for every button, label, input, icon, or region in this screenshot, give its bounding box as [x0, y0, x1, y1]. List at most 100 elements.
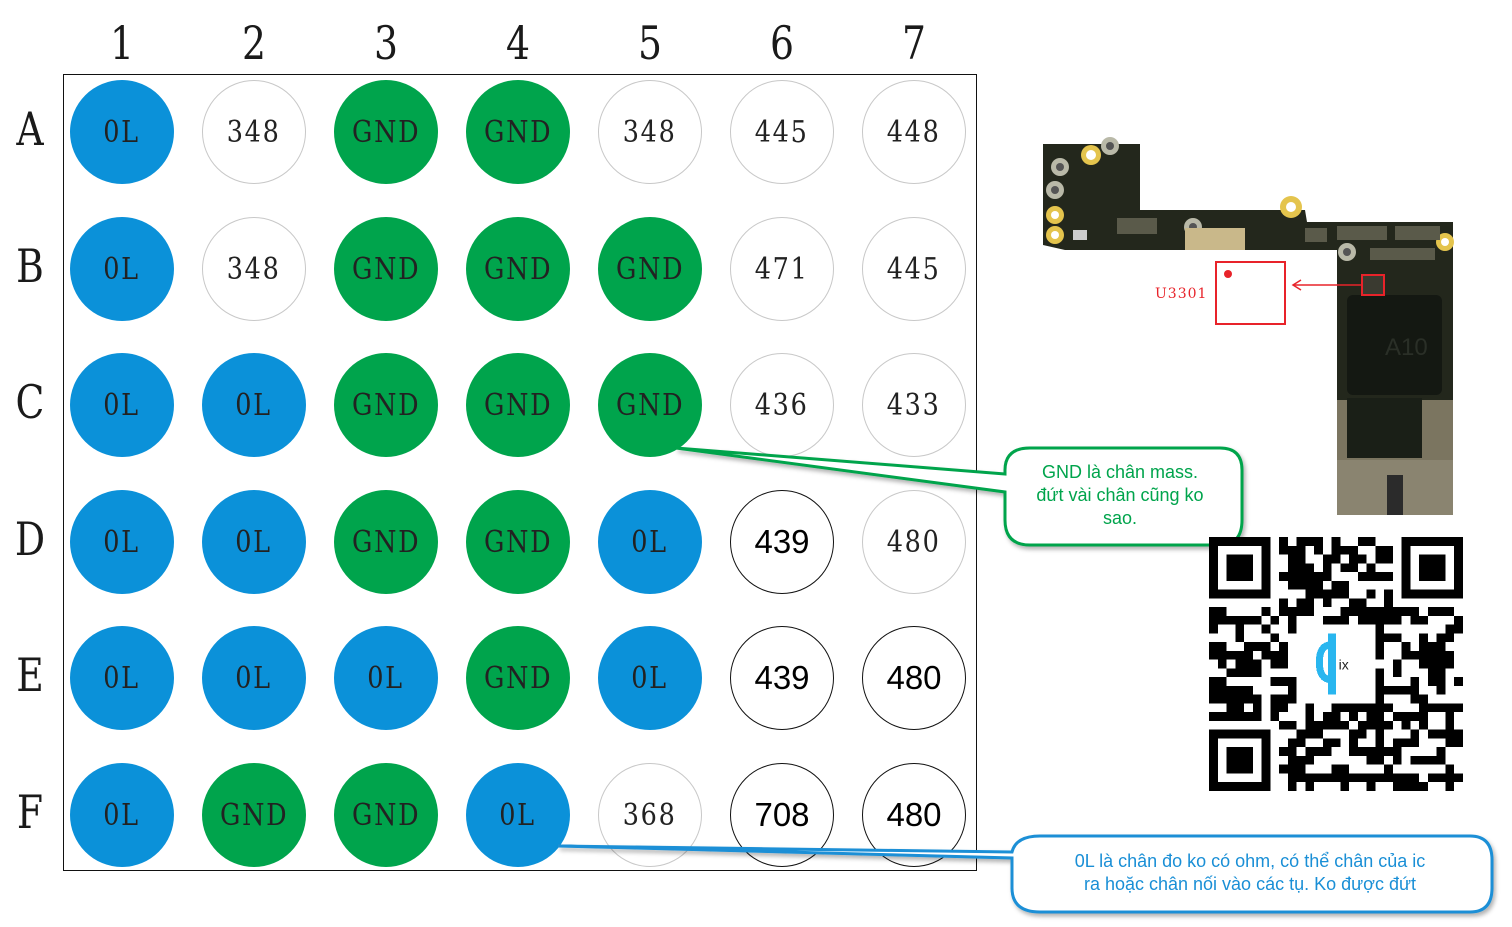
column-label: 2 [241, 16, 267, 70]
logic-board-image: A10 [1043, 137, 1454, 515]
pin-value: 0L [103, 114, 141, 150]
pin-e1: 0L [70, 626, 174, 730]
pin-e7: 480 [862, 626, 966, 730]
pin-d2: 0L [202, 490, 306, 594]
svg-text:ix: ix [1339, 656, 1349, 672]
pin-value: 0L [103, 797, 141, 833]
pin-f1: 0L [70, 763, 174, 867]
pin-value: GND [483, 114, 553, 150]
gnd-callout-bubble [675, 446, 1244, 547]
pin-value: 0L [235, 524, 273, 560]
column-label: 4 [505, 16, 531, 70]
column-label: 7 [901, 16, 927, 70]
pin1-marker-icon [1224, 270, 1232, 278]
gnd-callout-line: sao. [1102, 508, 1138, 528]
ol-callout-text: 0L là chân đo ko có ohm, có thể chân của… [1020, 850, 1480, 896]
pin-c6: 436 [730, 353, 834, 457]
pin-value: 0L [235, 660, 273, 696]
pin-e5: 0L [598, 626, 702, 730]
pin-b7: 445 [862, 217, 966, 321]
pin-e3: 0L [334, 626, 438, 730]
pin-value: GND [219, 797, 289, 833]
pin-b1: 0L [70, 217, 174, 321]
pin-value: GND [483, 524, 553, 560]
pin-value: GND [351, 797, 421, 833]
pin-value: 348 [227, 251, 281, 287]
pin-c5: GND [598, 353, 702, 457]
row-label: E [16, 648, 44, 702]
pin-b2: 348 [202, 217, 306, 321]
pin-value: GND [483, 660, 553, 696]
pin-value: GND [351, 251, 421, 287]
pin-a7: 448 [862, 80, 966, 184]
pin-a4: GND [466, 80, 570, 184]
ol-callout-line: 0L là chân đo ko có ohm, có thể chân của… [1074, 851, 1426, 871]
ol-callout-line: ra hoặc chân nối vào các tụ. Ko được đứt [1083, 874, 1417, 894]
qr-logo-icon: ix [1315, 633, 1349, 695]
gnd-callout-line: GND là chân mass. [1041, 462, 1199, 482]
row-label: F [16, 785, 44, 839]
u3301-location [1361, 274, 1385, 296]
pin-value: GND [483, 387, 553, 423]
pin-value: 471 [755, 251, 809, 287]
pin-value: 433 [887, 387, 941, 423]
ic-outline [1215, 261, 1286, 325]
pin-value: GND [615, 387, 685, 423]
column-label: 3 [373, 16, 399, 70]
pin-d1: 0L [70, 490, 174, 594]
pin-value: 0L [103, 660, 141, 696]
pin-b6: 471 [730, 217, 834, 321]
pin-c2: 0L [202, 353, 306, 457]
gnd-callout-line: đứt vài chân cũng ko [1036, 485, 1204, 505]
pin-f3: GND [334, 763, 438, 867]
pin-value: 0L [367, 660, 405, 696]
pin-e6: 439 [730, 626, 834, 730]
pin-a3: GND [334, 80, 438, 184]
pin-a1: 0L [70, 80, 174, 184]
pin-value: 0L [235, 387, 273, 423]
column-label: 5 [637, 16, 663, 70]
pin-d5: 0L [598, 490, 702, 594]
pin-d7: 480 [862, 490, 966, 594]
pin-value: 0L [103, 524, 141, 560]
row-label: C [15, 375, 45, 429]
pin-value: 480 [886, 796, 942, 833]
pin-value: 0L [499, 797, 537, 833]
row-label: D [14, 512, 46, 566]
pin-value: 0L [631, 660, 669, 696]
ic-label: U3301 [1155, 286, 1208, 302]
pin-b4: GND [466, 217, 570, 321]
pin-e4: GND [466, 626, 570, 730]
pin-value: 0L [103, 387, 141, 423]
qr-code: ix [1209, 537, 1463, 791]
pin-a5: 348 [598, 80, 702, 184]
pin-f2: GND [202, 763, 306, 867]
pin-value: 480 [887, 524, 941, 560]
pin-c3: GND [334, 353, 438, 457]
pin-b5: GND [598, 217, 702, 321]
pin-d6: 439 [730, 490, 834, 594]
pin-value: 368 [623, 797, 677, 833]
pin-f4: 0L [466, 763, 570, 867]
pin-value: 0L [631, 524, 669, 560]
soc-chip [1347, 295, 1442, 395]
pin-value: GND [351, 524, 421, 560]
row-label: B [16, 239, 44, 293]
pin-d4: GND [466, 490, 570, 594]
pin-value: GND [351, 114, 421, 150]
pin-value: 348 [623, 114, 677, 150]
column-label: 1 [109, 16, 135, 70]
pin-value: 0L [103, 251, 141, 287]
pin-value: 439 [754, 659, 810, 696]
ol-callout-bubble [557, 834, 1494, 914]
pin-value: GND [483, 251, 553, 287]
gnd-callout-text: GND là chân mass. đứt vài chân cũng ko s… [1010, 461, 1230, 530]
pin-value: GND [615, 251, 685, 287]
pin-d3: GND [334, 490, 438, 594]
pin-value: GND [351, 387, 421, 423]
pin-a2: 348 [202, 80, 306, 184]
pin-value: 480 [886, 659, 942, 696]
row-label: A [16, 102, 44, 156]
pin-value: 708 [754, 796, 810, 833]
pin-c1: 0L [70, 353, 174, 457]
